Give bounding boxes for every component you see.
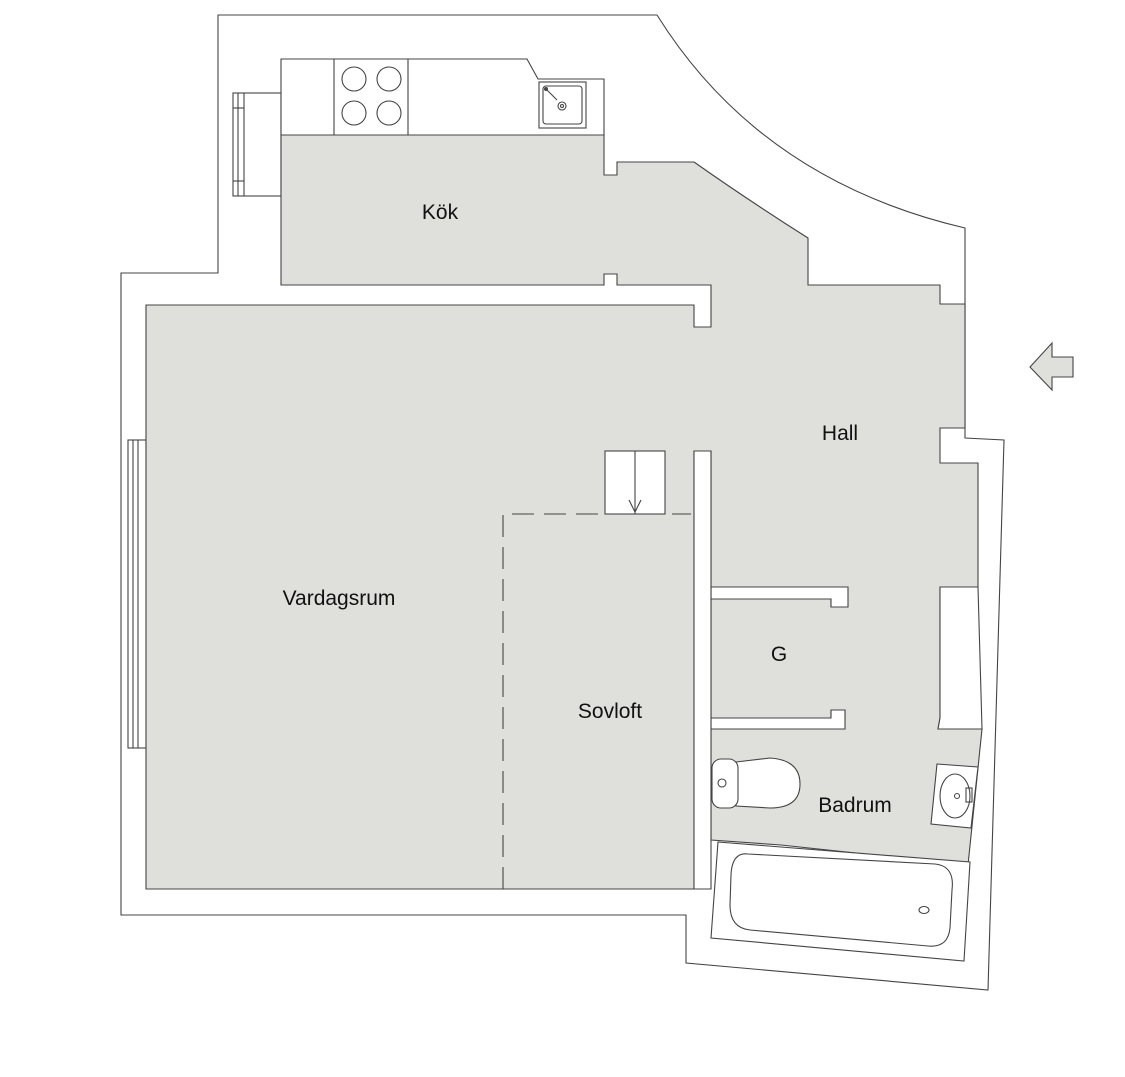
entrance-arrow-icon bbox=[1029, 341, 1074, 392]
interior-walls bbox=[693, 450, 983, 890]
wall-sovloft-hall bbox=[693, 450, 712, 890]
room-label-hall: Hall bbox=[822, 422, 858, 445]
bathtub-icon bbox=[710, 841, 971, 962]
stove-icon bbox=[341, 66, 402, 126]
room-label-vardagsrum: Vardagsrum bbox=[283, 587, 396, 610]
sovloft-outline bbox=[502, 513, 691, 889]
washbasin-icon bbox=[930, 763, 979, 829]
toilet-icon bbox=[711, 757, 801, 809]
room-label-g: G bbox=[771, 643, 787, 666]
kitchen-sink-icon bbox=[538, 81, 587, 129]
window-kitchen bbox=[232, 92, 282, 197]
stairs-icon bbox=[604, 450, 666, 515]
room-label-badrum: Badrum bbox=[818, 794, 892, 817]
room-label-kok: Kök bbox=[422, 201, 459, 224]
wall-right-g bbox=[937, 586, 983, 730]
room-label-sovloft: Sovloft bbox=[578, 700, 642, 723]
window-living-room bbox=[127, 439, 147, 749]
